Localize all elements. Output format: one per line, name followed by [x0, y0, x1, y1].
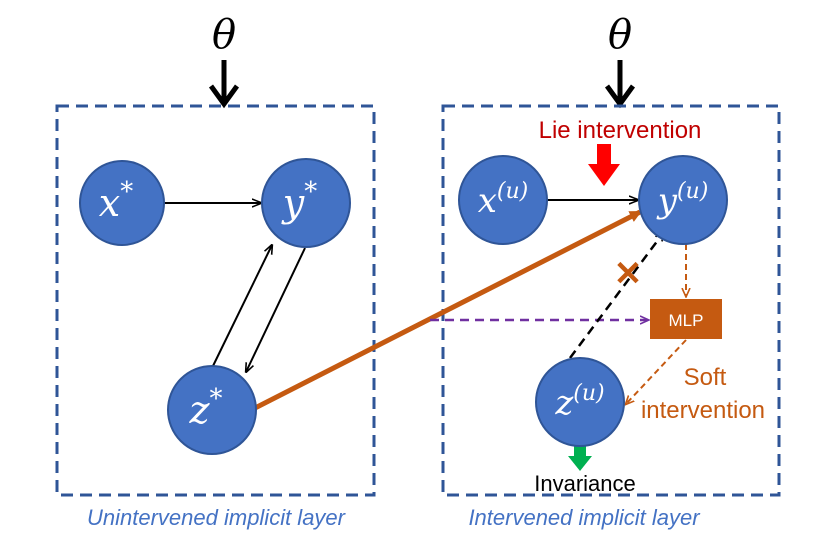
svg-text:y*: y*: [281, 177, 317, 225]
node-z-star: z*: [167, 365, 257, 455]
left-panel-caption: Unintervened implicit layer: [87, 505, 347, 530]
svg-text:z*: z*: [188, 384, 222, 432]
theta-left-arrow: [208, 60, 240, 109]
edge-y-to-z-left: [246, 247, 306, 372]
node-x-star: x*: [79, 160, 165, 246]
blocked-cross-icon: ✕: [614, 255, 643, 293]
theta-right-arrow: [604, 60, 636, 109]
svg-text:x*: x*: [99, 177, 133, 225]
mlp-box: [650, 299, 722, 339]
node-y-u: y(u): [638, 155, 728, 245]
lie-intervention-arrow: [588, 144, 620, 186]
invariance-label: Invariance: [534, 471, 636, 496]
soft-intervention-line2: intervention: [641, 397, 765, 424]
edge-zstar-to-yu: [253, 209, 642, 411]
edge-z-to-y-left: [211, 245, 272, 369]
svg-text:y(u): y(u): [656, 179, 709, 221]
node-x-u: x(u): [458, 155, 548, 245]
lie-intervention-label: Lie intervention: [539, 117, 702, 144]
theta-right-label: θ: [608, 12, 632, 58]
right-panel-caption: Intervened implicit layer: [468, 505, 701, 530]
svg-text:z(u): z(u): [554, 381, 604, 423]
soft-intervention-line1: Soft: [684, 364, 727, 391]
invariance-arrow: [568, 446, 592, 471]
edge-mlp-to-z: [626, 339, 687, 404]
theta-left-label: θ: [212, 12, 236, 58]
edge-z-to-y-right-dashed: [568, 232, 664, 359]
mlp-label: MLP: [669, 311, 704, 330]
svg-text:x(u): x(u): [478, 179, 529, 221]
node-y-star: y*: [261, 158, 351, 248]
right-layer-box: [441, 104, 781, 497]
left-layer-box: [55, 104, 376, 497]
node-z-u: z(u): [535, 357, 625, 447]
